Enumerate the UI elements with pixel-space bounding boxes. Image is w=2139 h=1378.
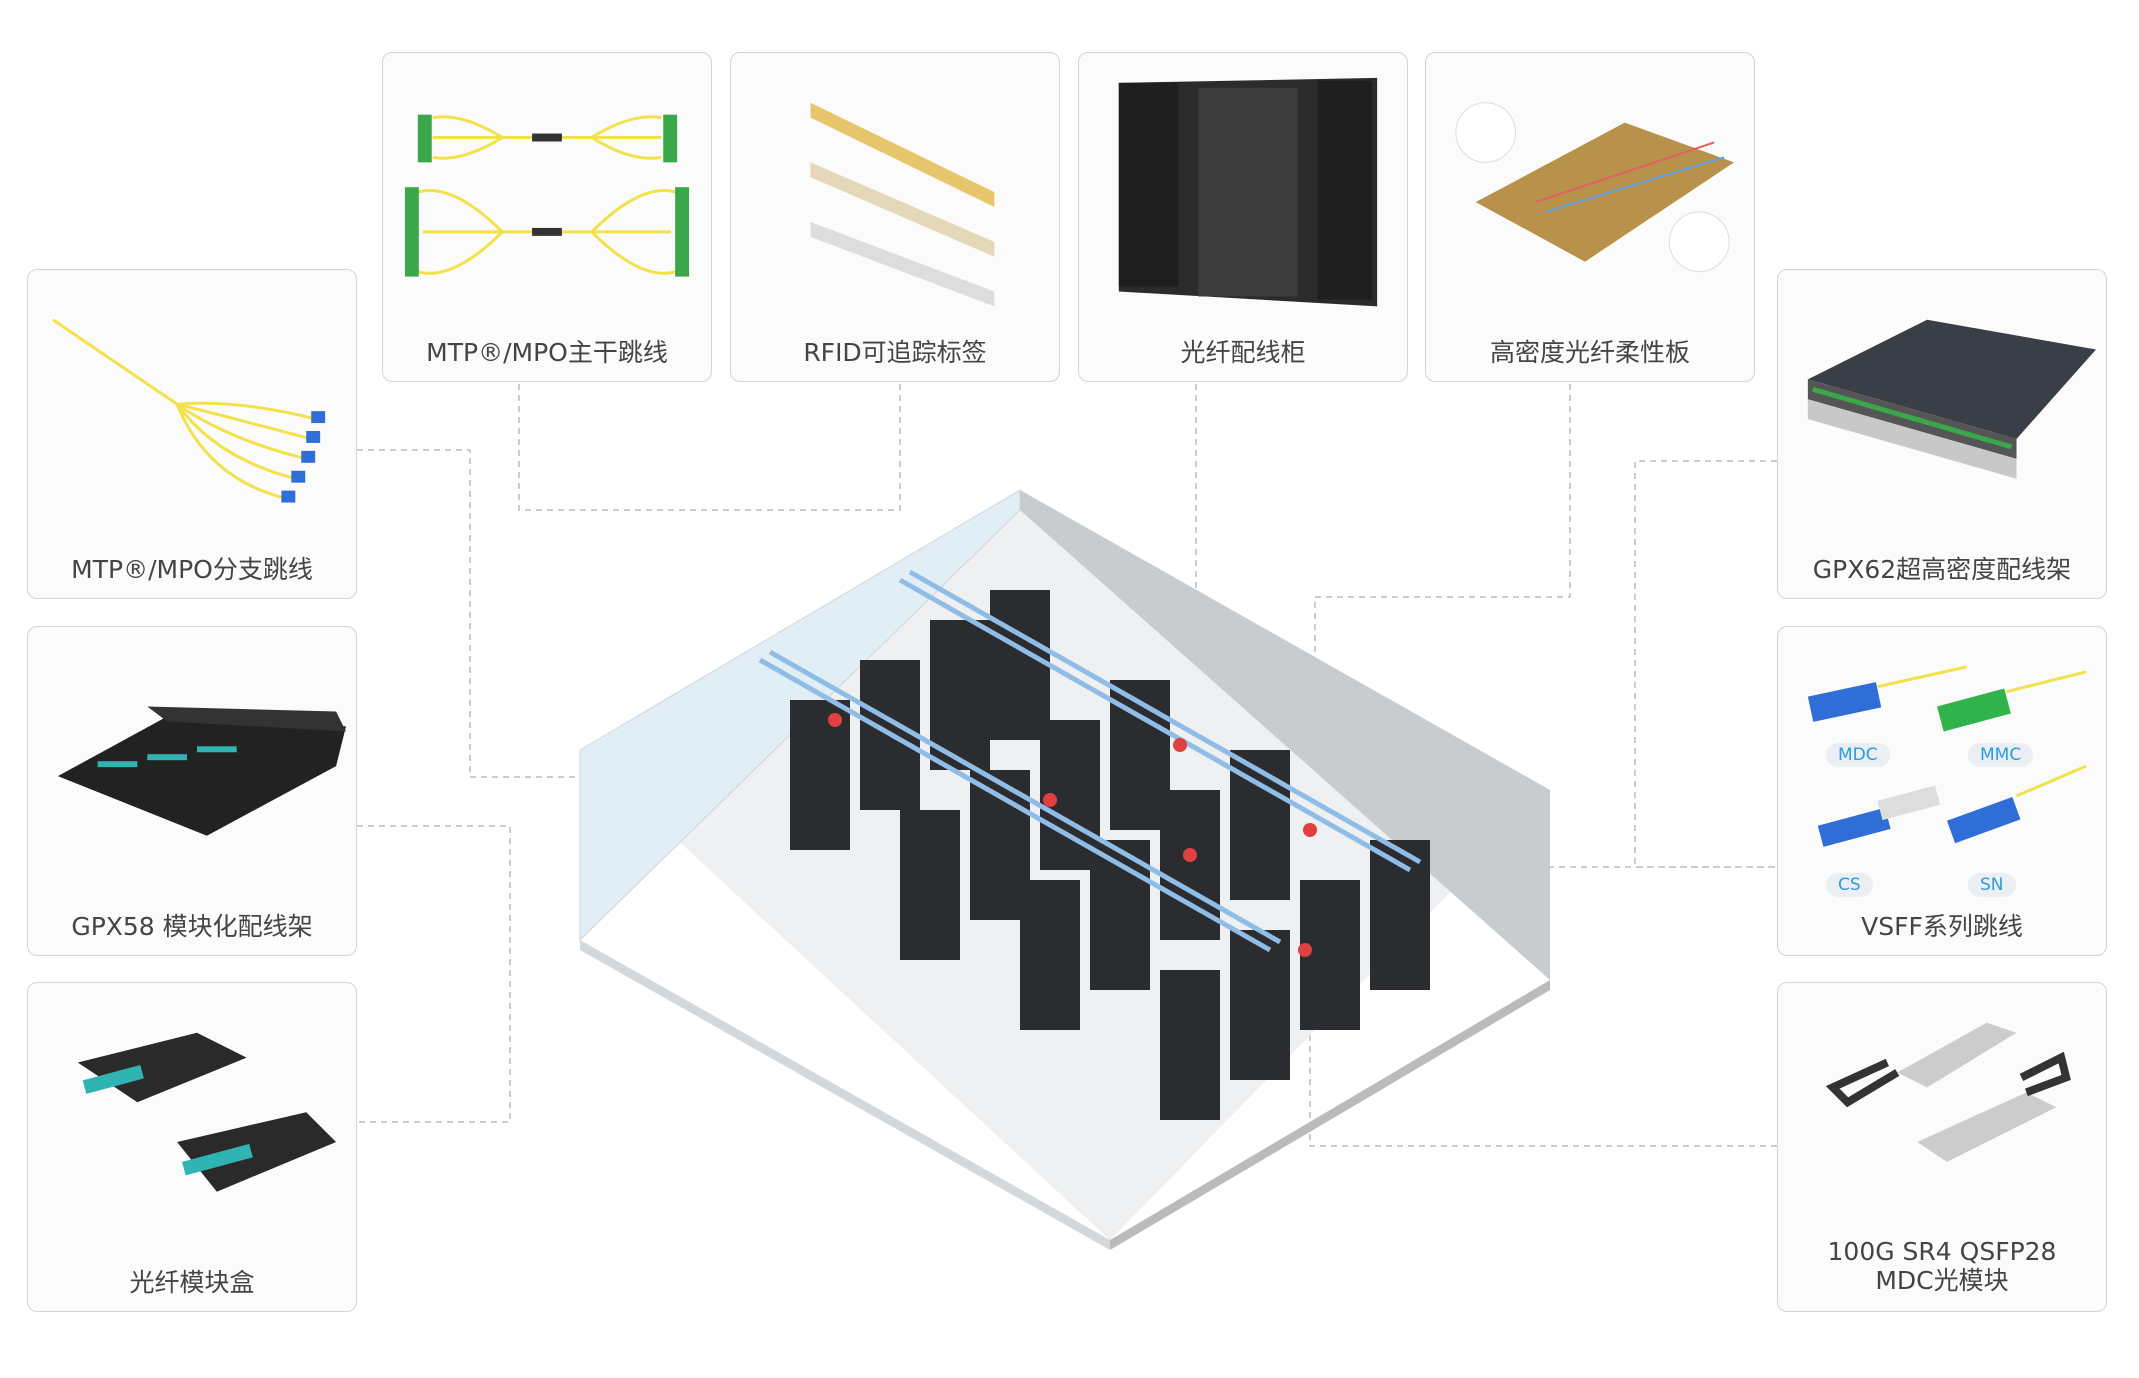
product-card-trunk-cable[interactable]: MTP®/MPO主干跳线	[382, 52, 712, 382]
tag-sn: SN	[1968, 873, 2016, 897]
product-card-breakout-cable[interactable]: MTP®/MPO分支跳线	[27, 269, 357, 599]
product-label: GPX58 模块化配线架	[71, 912, 313, 941]
product-card-rfid-tag[interactable]: RFID可追踪标签	[730, 52, 1060, 382]
product-label: 光纤配线柜	[1180, 338, 1306, 367]
cabinet-icon	[1118, 77, 1378, 307]
cassette-icon	[77, 1032, 337, 1192]
product-label: VSFF系列跳线	[1861, 912, 2023, 941]
transceiver-icon	[1825, 1022, 2071, 1162]
tag-mdc: MDC	[1826, 743, 1890, 767]
product-label: 100G SR4 QSFP28 MDC光模块	[1778, 1237, 2106, 1295]
flex-board-icon	[1455, 102, 1735, 273]
product-label: MTP®/MPO主干跳线	[426, 338, 668, 367]
tag-mmc: MMC	[1968, 743, 2034, 767]
product-label: 高密度光纤柔性板	[1489, 338, 1690, 367]
product-card-cassette[interactable]: 光纤模块盒	[27, 982, 357, 1312]
product-card-flex-board[interactable]: 高密度光纤柔性板	[1425, 52, 1755, 382]
breakout-cable-icon	[52, 318, 326, 503]
product-card-vsff[interactable]: MDC MMC CS SN VSFF系列跳线	[1777, 626, 2107, 956]
data-center-room-illustration	[579, 489, 1550, 1250]
tag-cs: CS	[1826, 873, 1873, 897]
product-label-line2: MDC光模块	[1875, 1266, 2009, 1295]
vsff-connector-icon	[1807, 665, 2087, 847]
product-label: RFID可追踪标签	[803, 338, 987, 367]
product-card-transceiver[interactable]: 100G SR4 QSFP28 MDC光模块	[1777, 982, 2107, 1312]
high-density-panel-icon	[1807, 319, 2096, 479]
product-card-patch-panel[interactable]: GPX58 模块化配线架	[27, 626, 357, 956]
product-label: GPX62超高密度配线架	[1812, 555, 2072, 584]
patch-panel-icon	[57, 706, 346, 836]
product-label: MTP®/MPO分支跳线	[71, 555, 313, 584]
product-card-cabinet[interactable]: 光纤配线柜	[1078, 52, 1408, 382]
rfid-tag-icon	[810, 102, 995, 307]
product-label-line1: 100G SR4 QSFP28	[1827, 1237, 2057, 1266]
trunk-cable-icon	[404, 114, 690, 277]
product-label: 光纤模块盒	[129, 1268, 255, 1297]
product-card-high-density-panel[interactable]: GPX62超高密度配线架	[1777, 269, 2107, 599]
